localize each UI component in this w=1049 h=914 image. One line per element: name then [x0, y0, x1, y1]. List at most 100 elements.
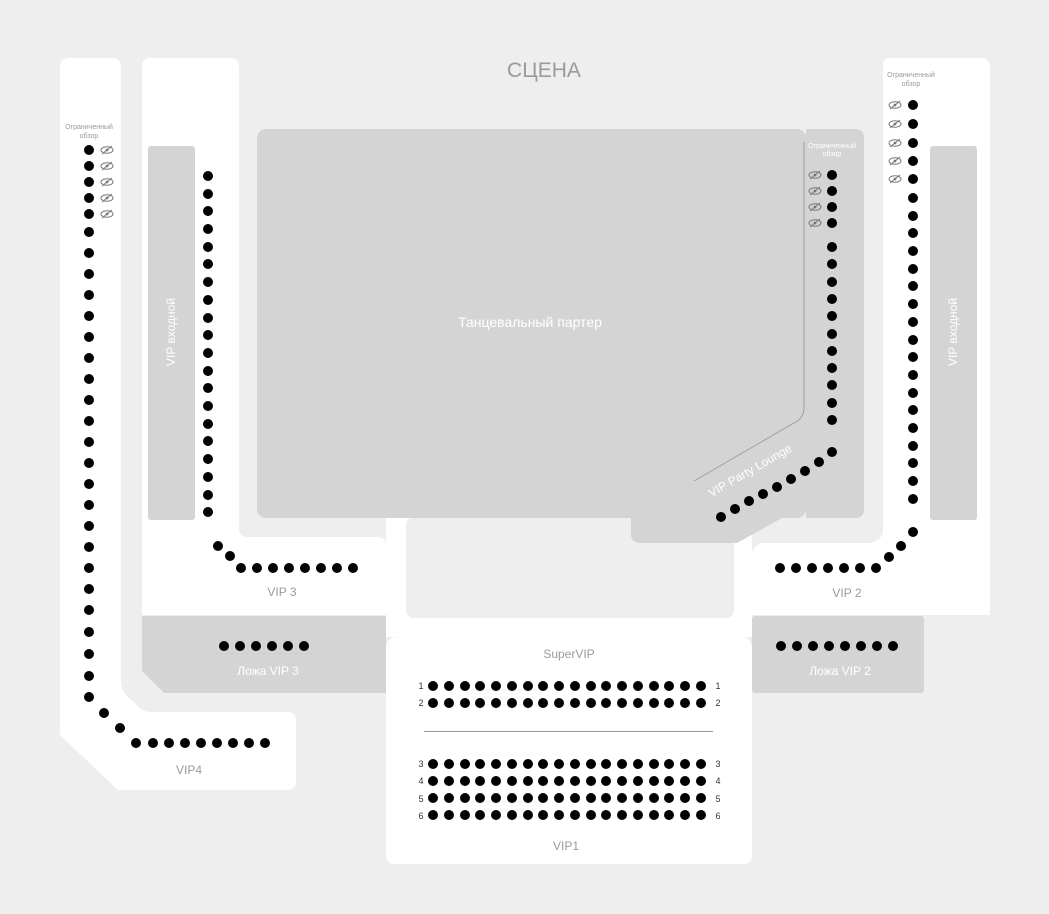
seat-vip3[interactable] [203, 507, 213, 517]
seat-party-lounge[interactable] [827, 170, 837, 180]
seat-loge-vip2[interactable] [888, 641, 898, 651]
seat-vip1[interactable] [617, 759, 627, 769]
seat-vip2[interactable] [908, 370, 918, 380]
seat-vip1[interactable] [664, 793, 674, 803]
seat-vip4[interactable] [84, 227, 94, 237]
seat-party-lounge[interactable] [827, 218, 837, 228]
seat-vip4[interactable] [84, 269, 94, 279]
seat-vip1[interactable] [460, 681, 470, 691]
seat-vip1[interactable] [538, 759, 548, 769]
seat-party-lounge[interactable] [730, 504, 740, 514]
seat-vip1[interactable] [444, 698, 454, 708]
seat-vip1[interactable] [491, 759, 501, 769]
seat-loge-vip2[interactable] [824, 641, 834, 651]
seat-vip3[interactable] [203, 472, 213, 482]
seat-vip1[interactable] [649, 776, 659, 786]
seat-vip1[interactable] [444, 810, 454, 820]
seat-vip1[interactable] [617, 698, 627, 708]
seat-vip4[interactable] [180, 738, 190, 748]
seat-vip1[interactable] [633, 776, 643, 786]
seat-vip2[interactable] [908, 174, 918, 184]
vip-entry-right[interactable] [930, 146, 977, 520]
seat-vip3[interactable] [203, 206, 213, 216]
seat-vip3[interactable] [203, 366, 213, 376]
seat-vip4[interactable] [84, 193, 94, 203]
seat-vip1[interactable] [617, 681, 627, 691]
seat-vip4[interactable] [84, 627, 94, 637]
seat-vip2[interactable] [908, 100, 918, 110]
seat-vip1[interactable] [554, 698, 564, 708]
seat-vip3[interactable] [203, 259, 213, 269]
seat-vip3[interactable] [203, 313, 213, 323]
seat-vip1[interactable] [570, 776, 580, 786]
seat-party-lounge[interactable] [716, 512, 726, 522]
seat-vip1[interactable] [460, 698, 470, 708]
seat-vip4[interactable] [84, 500, 94, 510]
seat-vip1[interactable] [523, 698, 533, 708]
seat-vip4[interactable] [84, 605, 94, 615]
seat-vip1[interactable] [633, 759, 643, 769]
seat-vip2[interactable] [908, 119, 918, 129]
seat-vip2[interactable] [908, 423, 918, 433]
seat-vip2[interactable] [908, 193, 918, 203]
seat-vip4[interactable] [84, 479, 94, 489]
seat-vip4[interactable] [212, 738, 222, 748]
seat-vip4[interactable] [244, 738, 254, 748]
seat-vip3[interactable] [203, 490, 213, 500]
seat-vip1[interactable] [460, 776, 470, 786]
seat-loge-vip2[interactable] [792, 641, 802, 651]
seat-vip1[interactable] [491, 681, 501, 691]
seat-vip3[interactable] [300, 563, 310, 573]
seat-vip1[interactable] [649, 698, 659, 708]
seat-party-lounge[interactable] [827, 380, 837, 390]
seat-vip2[interactable] [908, 156, 918, 166]
seat-vip2[interactable] [908, 299, 918, 309]
seat-party-lounge[interactable] [744, 496, 754, 506]
seat-vip4[interactable] [84, 311, 94, 321]
seat-vip2[interactable] [908, 264, 918, 274]
seat-party-lounge[interactable] [772, 482, 782, 492]
seat-vip3[interactable] [203, 454, 213, 464]
seat-vip2[interactable] [855, 563, 865, 573]
seat-vip1[interactable] [475, 810, 485, 820]
seat-vip1[interactable] [696, 793, 706, 803]
seat-vip4[interactable] [131, 738, 141, 748]
seat-vip1[interactable] [570, 793, 580, 803]
dance-floor[interactable] [257, 129, 806, 518]
seat-vip4[interactable] [84, 584, 94, 594]
seat-vip1[interactable] [570, 759, 580, 769]
seat-party-lounge[interactable] [827, 186, 837, 196]
seat-vip3[interactable] [268, 563, 278, 573]
seat-vip2[interactable] [908, 388, 918, 398]
seat-vip3[interactable] [203, 224, 213, 234]
seat-vip1[interactable] [507, 759, 517, 769]
seat-vip1[interactable] [444, 793, 454, 803]
seat-vip3[interactable] [203, 401, 213, 411]
seat-vip1[interactable] [680, 793, 690, 803]
seat-vip4[interactable] [84, 290, 94, 300]
seat-vip1[interactable] [538, 681, 548, 691]
seat-party-lounge[interactable] [827, 447, 837, 457]
seat-vip1[interactable] [649, 759, 659, 769]
seat-vip4[interactable] [84, 395, 94, 405]
seat-vip2[interactable] [908, 281, 918, 291]
seat-vip4[interactable] [148, 738, 158, 748]
seat-vip2[interactable] [908, 405, 918, 415]
seat-vip3[interactable] [203, 189, 213, 199]
seat-vip1[interactable] [507, 793, 517, 803]
seat-loge-vip2[interactable] [776, 641, 786, 651]
seat-vip3[interactable] [348, 563, 358, 573]
seat-vip1[interactable] [570, 698, 580, 708]
seat-vip1[interactable] [554, 776, 564, 786]
seat-vip1[interactable] [633, 793, 643, 803]
seat-vip3[interactable] [203, 419, 213, 429]
seat-vip1[interactable] [664, 698, 674, 708]
seat-vip4[interactable] [84, 692, 94, 702]
seat-vip4[interactable] [84, 458, 94, 468]
seat-vip1[interactable] [538, 776, 548, 786]
seat-vip1[interactable] [570, 681, 580, 691]
seat-vip2[interactable] [908, 317, 918, 327]
seat-vip1[interactable] [586, 793, 596, 803]
seat-vip1[interactable] [633, 698, 643, 708]
seat-vip1[interactable] [428, 793, 438, 803]
